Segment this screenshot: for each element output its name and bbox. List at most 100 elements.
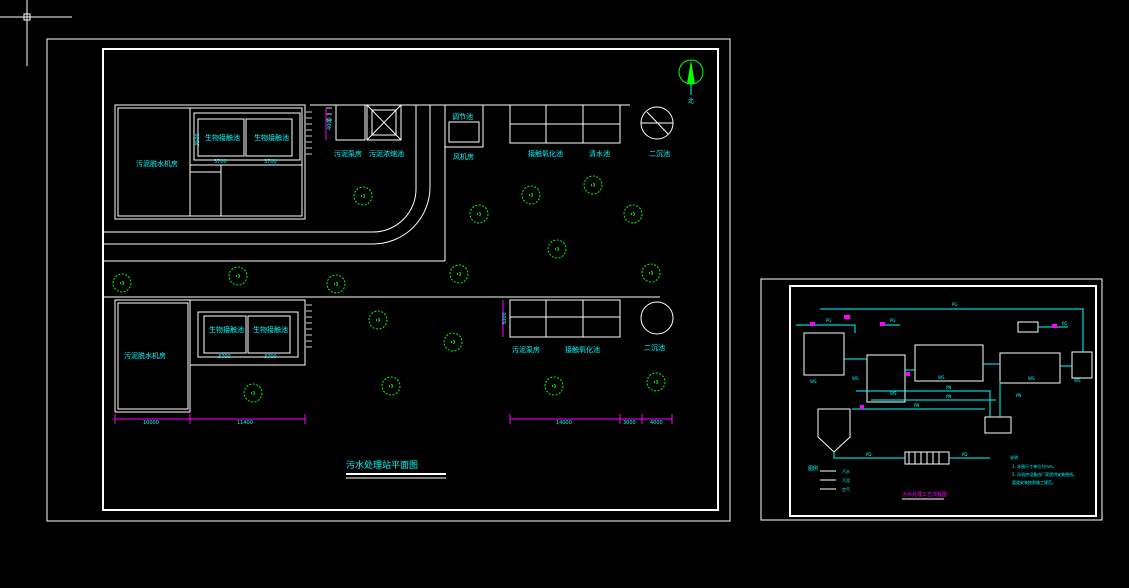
pipe-label: WS — [1074, 378, 1081, 383]
process-valves — [810, 315, 1057, 409]
tree-center — [529, 193, 533, 197]
tree-icon — [368, 310, 388, 330]
tree-icon — [243, 383, 263, 403]
label-blower-room: 风机房 — [453, 152, 474, 161]
process-contact-oxidation-tank — [914, 344, 984, 382]
legend-title: 图例 — [808, 465, 818, 472]
tree-center — [451, 340, 455, 344]
notes-line-3: 管道安装按照施工规范。 — [1012, 479, 1056, 485]
dim-3700-a: 3700 — [214, 159, 227, 165]
tree-icon — [544, 376, 564, 396]
plan-regulating-tank — [444, 104, 484, 148]
north-arrow-icon — [678, 59, 704, 95]
process-pipe-labels: PG PG PG PG PN PN PN PN PD PD WS WS WS W… — [810, 302, 1081, 457]
process-secondary-clarifier — [999, 352, 1061, 384]
north-label: 北 — [688, 97, 694, 105]
tree-icon — [641, 263, 661, 283]
process-pipes — [796, 308, 1084, 459]
dim-3000b: 3000 — [623, 420, 636, 426]
plan-building-top-left — [114, 104, 306, 220]
plan-sludge-pump-room — [335, 104, 366, 141]
tree-center — [631, 212, 635, 216]
tree-icon — [228, 266, 248, 286]
plan-dimension-texts: 3700 3700 3700 3700 10000 11400 14000 30… — [143, 117, 663, 426]
pipe-label: PN — [914, 403, 919, 408]
tree-center — [120, 281, 124, 285]
process-notes: 说明 1. 本图尺寸单位为mm。 2. 风机房设备由厂家提供安装图纸。 管道安装… — [1010, 454, 1077, 485]
label-sludge-dewatering-top: 污泥脱水机房 — [136, 159, 178, 168]
pipe-label: WS — [852, 376, 859, 381]
label-bio-tank-d: 生物接触池 — [253, 325, 288, 334]
dim-4000-vertical: 4000 — [327, 117, 333, 130]
tree-icon — [623, 204, 643, 224]
plan-title: 污水处理站平面图 — [346, 459, 418, 471]
process-title: 污水处理工艺流程图 — [902, 491, 947, 498]
label-sludge-dewatering-bottom: 污泥脱水机房 — [124, 351, 166, 360]
tree-icon — [449, 264, 469, 284]
process-pump-box — [984, 416, 1012, 434]
process-anoxic-tank — [866, 354, 906, 403]
legend-item-air: 空气 — [842, 486, 850, 492]
label-regulating-tank: 调节池 — [452, 112, 473, 121]
label-contact-oxidation-bottom: 接触氧化池 — [565, 345, 600, 354]
notes-title: 说明 — [1010, 454, 1018, 460]
tree-center — [654, 380, 658, 384]
notes-line-2: 2. 风机房设备由厂家提供安装图纸。 — [1012, 471, 1077, 477]
process-legend: 图例 污水 污泥 空气 — [808, 465, 850, 492]
plan-secondary-clarifier-bottom — [640, 301, 674, 335]
tree-icon — [112, 273, 132, 293]
label-bio-tank-b: 生物接触池 — [254, 133, 289, 142]
process-sheet-inner-border — [789, 285, 1097, 517]
process-regulating-tank — [803, 332, 845, 376]
pipe-label: PG — [826, 318, 832, 323]
dim-14000: 14000 — [556, 420, 572, 426]
dim-3700-d: 3700 — [264, 354, 277, 360]
label-sludge-pump-bottom: 污泥泵房 — [512, 345, 540, 354]
tree-center — [552, 384, 556, 388]
label-secondary-clarifier-bottom: 二沉池 — [644, 343, 665, 352]
process-clear-water-tank — [1071, 351, 1093, 379]
process-sludge-thickener — [817, 408, 851, 453]
tree-center — [457, 272, 461, 276]
label-bio-tank-a: 生物接触池 — [205, 133, 240, 142]
tree-center — [477, 212, 481, 216]
dim-4000b: 4000 — [650, 420, 663, 426]
tree-icon — [381, 376, 401, 396]
plan-contact-oxidation-bottom — [509, 299, 621, 338]
label-sludge-thickener: 污泥浓缩池 — [369, 149, 404, 158]
pipe-label: PD — [962, 452, 968, 457]
pipe-label: PN — [946, 394, 951, 399]
pipe-label: PN — [1016, 393, 1021, 398]
plan-labels: 污泥脱水机房 生物接触池 生物接触池 污泥泵房 污泥浓缩池 调节池 风机房 接触… — [124, 112, 670, 360]
label-contact-oxidation: 接触氧化池 — [528, 149, 563, 158]
plan-bio-tank-top-a — [193, 112, 301, 161]
crosshair-cursor-icon — [0, 0, 72, 66]
pipe-label: WS — [938, 375, 945, 380]
plan-sheet-inner-border — [102, 48, 719, 511]
dim-3500-left: 3500 — [195, 133, 201, 146]
tree-icon — [353, 186, 373, 206]
plan-sheet — [46, 38, 731, 522]
dim-10000: 10000 — [143, 420, 159, 426]
legend-item-sludge: 污泥 — [842, 477, 850, 483]
tree-icon — [646, 372, 666, 392]
tree-icon — [583, 175, 603, 195]
plan-dimension-lines — [114, 108, 673, 424]
tree-center — [389, 384, 393, 388]
pipe-label: PD — [866, 452, 872, 457]
pipe-label: PG — [1062, 321, 1068, 326]
process-blower — [1017, 321, 1039, 333]
label-bio-tank-c: 生物接触池 — [209, 325, 244, 334]
dim-3000-vertical: 3000 — [502, 312, 508, 325]
pipe-label: WS — [890, 391, 897, 396]
tree-center — [555, 247, 559, 251]
label-clear-water: 清水池 — [589, 149, 610, 158]
dim-3700-b: 3700 — [264, 159, 277, 165]
legend-item-sewage: 污水 — [842, 468, 850, 474]
tree-center — [649, 271, 653, 275]
label-secondary-clarifier-top: 二沉池 — [649, 149, 670, 158]
tree-center — [236, 274, 240, 278]
pipe-label: PG — [890, 318, 896, 323]
tree-center — [376, 318, 380, 322]
